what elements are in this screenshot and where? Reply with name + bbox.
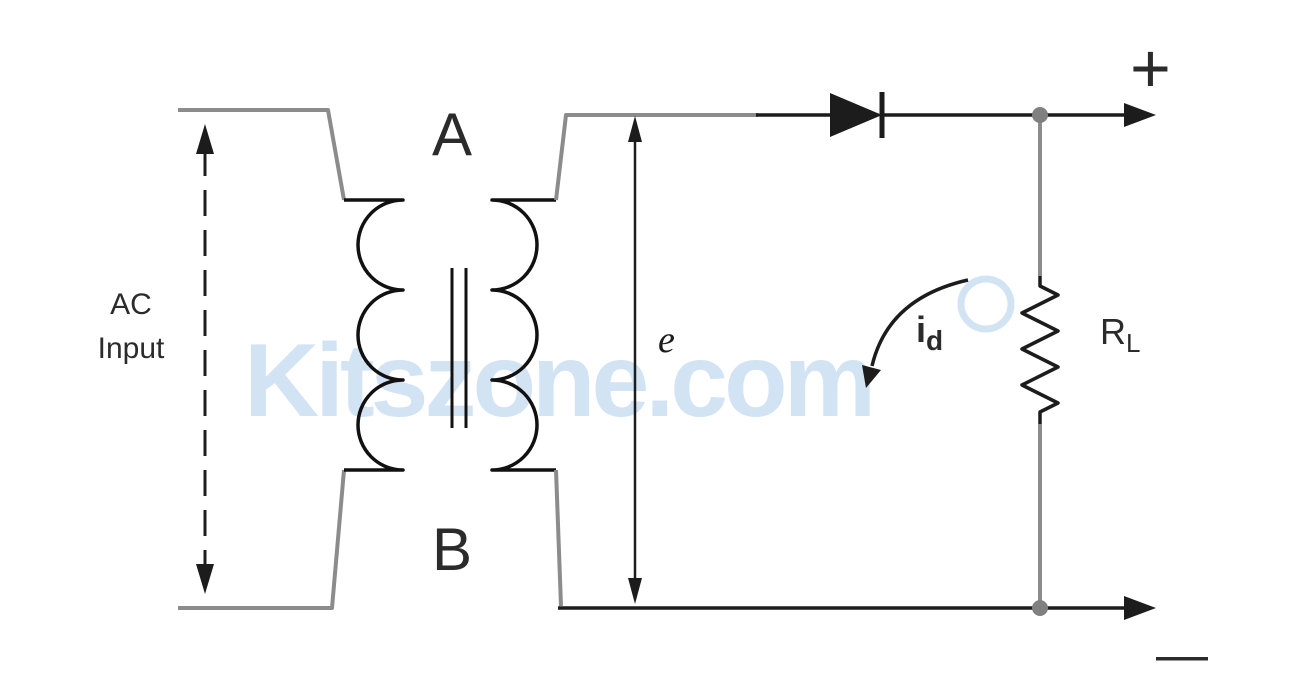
negative-terminal-arrowhead	[1124, 596, 1156, 620]
load-resistor-zigzag	[1020, 276, 1060, 424]
terminal-a-label: A	[432, 101, 472, 168]
negative-terminal-label: —	[1156, 626, 1208, 684]
primary-wire-bottom	[178, 469, 346, 610]
secondary-voltage-arrowhead-top	[628, 116, 642, 142]
secondary-voltage-label: e	[658, 319, 675, 361]
primary-wire-top	[178, 108, 346, 201]
secondary-voltage-arrowhead-bottom	[628, 578, 642, 604]
secondary-wire-top	[554, 113, 758, 201]
positive-terminal-label: +	[1130, 29, 1171, 107]
ac-input-arrowhead-top	[196, 124, 214, 154]
ac-input-label-line1: AC	[110, 288, 152, 321]
transformer-secondary-winding	[490, 198, 556, 472]
positive-terminal-arrowhead	[1124, 103, 1156, 127]
output-node-top	[1032, 107, 1048, 123]
transformer-primary-winding	[344, 198, 405, 472]
watermark-globe-icon	[957, 275, 1015, 333]
diode-current-arrowhead	[862, 365, 881, 388]
ac-input-label-line2: Input	[98, 332, 165, 365]
diode-triangle	[830, 93, 882, 137]
output-node-bottom	[1032, 600, 1048, 616]
ac-input-arrowhead-bottom	[196, 564, 214, 594]
secondary-wire-bottom	[554, 469, 563, 607]
diode-current-label: id	[916, 309, 943, 356]
terminal-b-label: B	[432, 516, 472, 583]
diode-current-arrow-arc	[870, 278, 969, 367]
load-resistor-label: RL	[1100, 311, 1140, 358]
watermark-text: Kitszone.com	[244, 323, 872, 439]
